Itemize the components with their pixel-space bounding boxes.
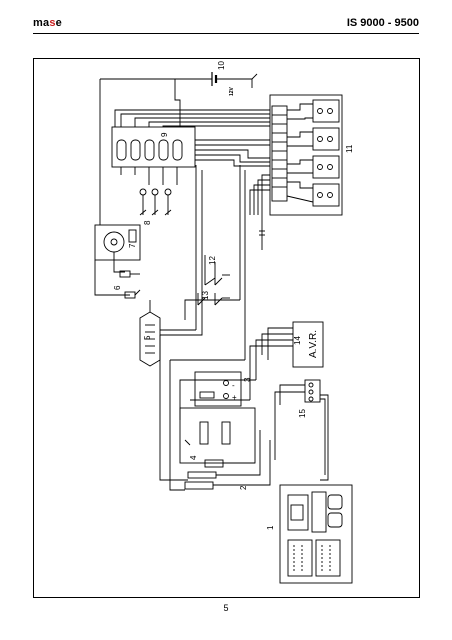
- fuse-6: [119, 270, 141, 299]
- control-panel-1: [279, 484, 353, 584]
- label-3: 3: [243, 377, 252, 382]
- connector-11: [269, 94, 343, 216]
- page-number: 5: [223, 603, 229, 613]
- label-4: 4: [189, 455, 198, 460]
- label-14: 14: [293, 336, 302, 345]
- starter-7: [94, 180, 141, 296]
- brand-prefix: ma: [33, 17, 50, 29]
- label-minus: -: [232, 381, 235, 390]
- label-11: 11: [345, 144, 354, 153]
- label-15: 15: [298, 409, 307, 418]
- diagram-frame: [33, 58, 420, 598]
- avr-14: [179, 321, 324, 420]
- windings-2-4: [159, 335, 271, 491]
- label-9: 9: [160, 132, 169, 137]
- label-2: 2: [239, 485, 248, 490]
- label-6: 6: [113, 285, 122, 290]
- label-13: 13: [201, 291, 210, 300]
- label-7: 7: [128, 243, 137, 248]
- brand-suffix: e: [55, 17, 62, 29]
- terminal-15: [274, 379, 329, 481]
- header-rule: [33, 33, 419, 34]
- capacitor-3: [194, 371, 242, 407]
- model-title: IS 9000 - 9500: [346, 17, 419, 29]
- label-1: 1: [266, 525, 275, 530]
- label-5: 5: [143, 335, 152, 340]
- switches-12-13: [197, 255, 230, 306]
- brand-logo: mase: [33, 17, 62, 29]
- label-12: 12: [208, 256, 217, 265]
- harness-top: [99, 79, 270, 180]
- label-10: 10: [217, 61, 226, 70]
- brand-accent: s: [49, 17, 56, 29]
- sensors-8: [139, 188, 172, 216]
- harness-down: [160, 165, 270, 361]
- fuse-block-9: [111, 126, 196, 185]
- label-plus: +: [232, 393, 237, 402]
- battery-10: [99, 72, 258, 170]
- label-avr: A.V.R.: [308, 330, 319, 358]
- label-8: 8: [143, 220, 152, 225]
- connector-5: [139, 300, 161, 367]
- label-battery-voltage: 12V: [229, 86, 235, 96]
